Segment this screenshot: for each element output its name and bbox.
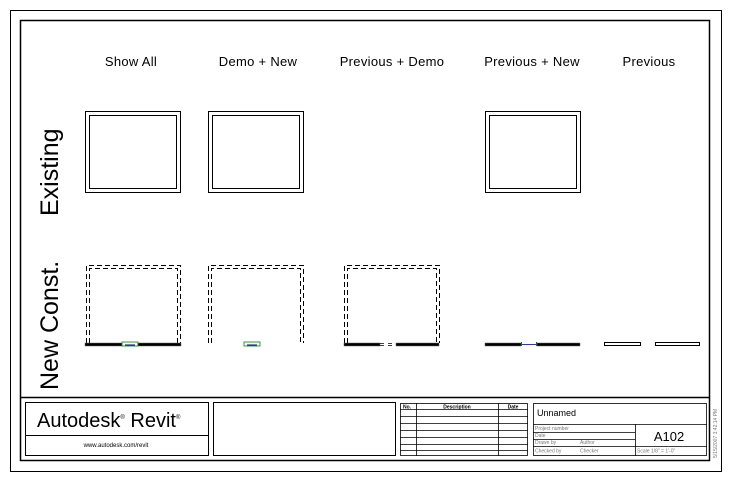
scale-text: Scale 1/8" = 1'-0" [637,449,676,455]
column-header-previous-demo: Previous + Demo [340,54,445,69]
drawn-by-value: Author [580,440,595,446]
new-room-show-all [84,265,182,347]
door-icon [121,341,139,347]
checked-by-value: Checker [580,449,599,455]
row-header-new-const: New Const. [36,261,64,390]
new-room-previous-demo [343,265,440,347]
column-header-show-all: Show All [105,54,157,69]
revision-date-header: Date [508,405,519,411]
logo-panel: Autodesk® Revit® www.autodesk.com/revit [25,402,209,456]
new-room-previous [604,342,700,346]
outer-border [10,10,722,472]
drawn-by-label: Drawn by [535,440,557,446]
existing-room-show-all [85,111,181,193]
revision-table [400,403,528,456]
checked-by-label: Checked by [535,449,562,455]
revision-no-header: No. [403,405,412,411]
existing-room-previous-new [485,111,581,193]
revision-description-header: Description [443,405,471,411]
project-number-label: Project number [535,426,569,432]
project-info-panel [533,403,707,456]
project-name: Unnamed [537,408,576,418]
blank-panel [213,402,396,456]
date-label: Date [535,433,546,439]
new-room-demo-new [208,265,304,347]
door-icon [243,341,261,347]
column-header-previous-new: Previous + New [484,54,580,69]
logo-text: Autodesk® Revit® [37,410,181,432]
new-room-previous-new [484,342,581,347]
website-text: www.autodesk.com/revit [83,443,149,449]
column-header-demo-new: Demo + New [219,54,298,69]
column-header-previous: Previous [623,54,676,69]
row-header-existing: Existing [36,128,64,216]
existing-room-demo-new [208,111,304,193]
timestamp-text: 5/15/2007 3:42:14 PM [713,409,719,458]
inner-border [19,19,711,462]
sheet-number: A102 [654,429,684,444]
